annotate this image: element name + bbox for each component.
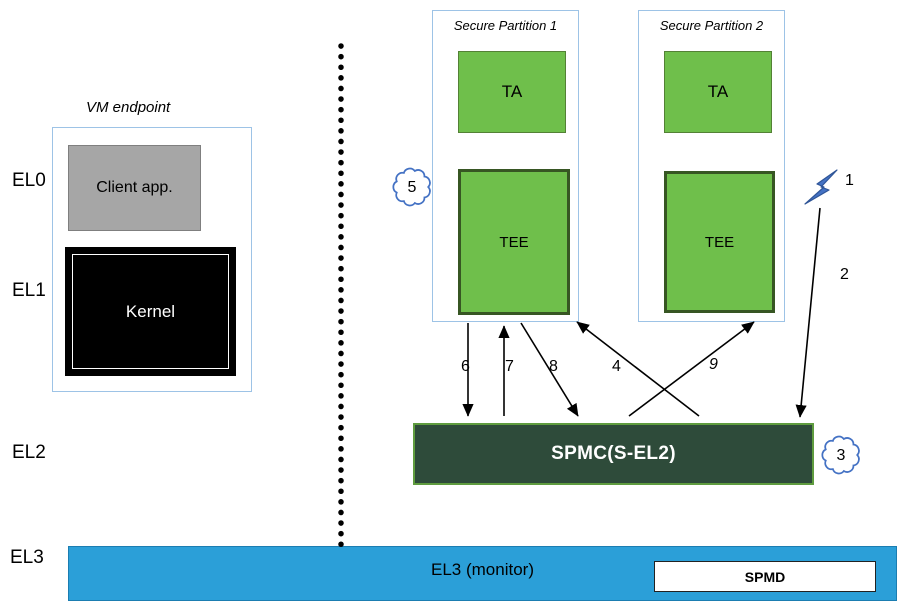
ta-box-2: TA — [664, 51, 772, 133]
step-7-label: 7 — [505, 358, 514, 375]
kernel-label: Kernel — [72, 254, 229, 369]
step-5-label: 5 — [407, 179, 417, 196]
step-8-label: 8 — [549, 358, 558, 375]
lightning-bolt-icon — [804, 169, 838, 205]
client-app-box: Client app. — [68, 145, 201, 231]
vm-endpoint-title: VM endpoint — [86, 99, 171, 116]
arrow-9 — [628, 321, 755, 417]
vm-endpoint-box: Client app. Kernel — [52, 127, 252, 392]
secure-partition-1-title: Secure Partition 1 — [453, 18, 558, 33]
el2-label: EL2 — [12, 442, 46, 463]
arrow-2 — [795, 207, 821, 418]
step-1-label: 1 — [845, 172, 854, 189]
el1-label: EL1 — [12, 280, 46, 301]
arrow-4 — [576, 321, 700, 417]
step-3-label: 3 — [836, 447, 846, 464]
step-2-label: 2 — [840, 266, 849, 283]
tee-box-1: TEE — [458, 169, 570, 315]
ta-box-1: TA — [458, 51, 566, 133]
step-4-label: 4 — [612, 358, 621, 375]
secure-partition-2-title: Secure Partition 2 — [659, 18, 764, 33]
step-6-label: 6 — [461, 358, 470, 375]
secure-partition-1-box: Secure Partition 1 TA TEE — [432, 10, 579, 322]
el0-label: EL0 — [12, 170, 46, 191]
el3-label: EL3 — [10, 547, 44, 568]
spmc-box: SPMC(S-EL2) — [413, 423, 814, 485]
kernel-box: Kernel — [65, 247, 236, 376]
secure-partition-2-box: Secure Partition 2 TA TEE — [638, 10, 785, 322]
step-9-label: 9 — [709, 356, 718, 373]
spmd-box: SPMD — [654, 561, 876, 592]
el3-monitor-label: EL3 (monitor) — [431, 560, 534, 579]
el3-monitor-bar: EL3 (monitor) SPMD — [68, 546, 897, 601]
tee-box-2: TEE — [664, 171, 775, 313]
